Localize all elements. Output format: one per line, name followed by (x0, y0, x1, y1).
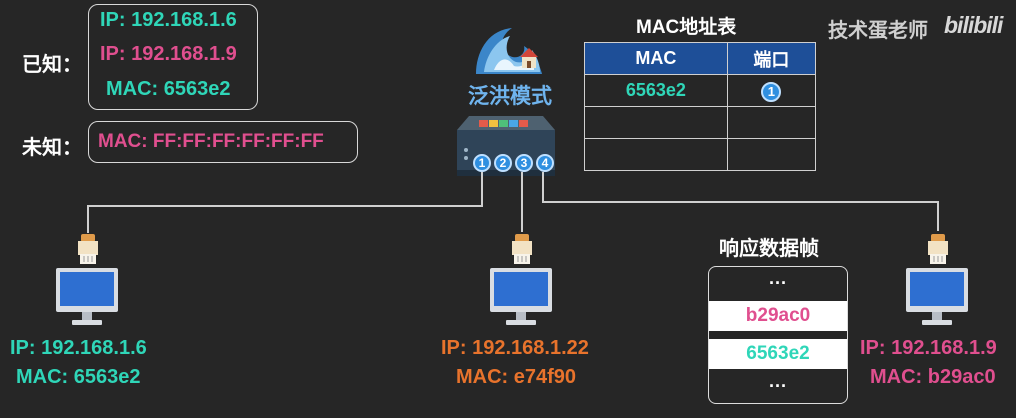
cable-host2 (521, 172, 523, 232)
host3-ip: IP: 192.168.1.9 (860, 337, 997, 359)
cable-port4-vertical (542, 172, 544, 202)
table-row (584, 138, 817, 171)
cable-host3-horizontal (542, 201, 938, 203)
frame-row-dest-mac: b29ac0 (709, 301, 847, 331)
known-ip-1: IP: 192.168.1.6 (100, 9, 237, 31)
table-row (584, 106, 817, 139)
known-mac: MAC: 6563e2 (106, 78, 231, 100)
port-2-label: 2 (499, 156, 507, 170)
port-3-label: 3 (520, 156, 528, 170)
port-4-badge: 4 (536, 154, 554, 172)
frame-row-src-mac: 6563e2 (709, 339, 847, 369)
port-3-badge: 3 (515, 154, 533, 172)
unknown-label: 未知： (22, 137, 82, 159)
table-cell-port (726, 106, 817, 139)
frame-row-ellipsis: ··· (769, 376, 787, 396)
mac-column-header: MAC (584, 42, 728, 75)
cable-host1-horizontal (87, 205, 483, 207)
host1-ip: IP: 192.168.1.6 (10, 337, 147, 359)
host2-mac: MAC: e74f90 (456, 366, 577, 388)
unknown-mac: MAC: FF:FF:FF:FF:FF:FF (98, 131, 324, 152)
unknown-box (88, 121, 358, 163)
port-2-badge: 2 (494, 154, 512, 172)
watermark-text: 技术蛋老师 (828, 20, 928, 42)
table-cell-port (726, 138, 817, 171)
cable-port1-vertical (481, 172, 483, 206)
frame-row-ellipsis: ··· (769, 273, 787, 293)
ethernet-plug-icon (512, 234, 532, 264)
response-frame-title: 响应数据帧 (719, 238, 819, 260)
table-row: 6563e2 1 (584, 74, 817, 107)
host3-mac: MAC: b29ac0 (870, 366, 996, 388)
table-cell-mac (584, 106, 728, 139)
table-cell-port: 1 (726, 74, 817, 107)
host2-ip: IP: 192.168.1.22 (441, 337, 589, 359)
response-frame: ··· b29ac0 6563e2 ··· (708, 266, 848, 404)
port-1-badge: 1 (473, 154, 491, 172)
known-box (88, 4, 258, 110)
switch-ports: 1 2 3 4 (473, 154, 554, 176)
computer-icon (490, 268, 552, 325)
ethernet-plug-icon (928, 234, 948, 264)
port-badge: 1 (761, 81, 782, 102)
bilibili-logo: bilibili (944, 12, 1003, 38)
table-cell-mac (584, 138, 728, 171)
mac-table-title: MAC地址表 (636, 17, 737, 38)
cable-host3-vertical (937, 201, 939, 231)
port-1-label: 1 (478, 156, 486, 170)
table-header-row: MAC 端口 (584, 42, 817, 75)
host1-mac: MAC: 6563e2 (16, 366, 141, 388)
known-label: 已知： (22, 54, 82, 76)
flood-mode-label: 泛洪模式 (468, 85, 552, 108)
port-badge-label: 1 (767, 83, 775, 99)
port-column-header: 端口 (726, 42, 817, 75)
computer-icon (56, 268, 118, 325)
port-4-label: 4 (541, 156, 549, 170)
wave-icon (476, 28, 542, 74)
table-cell-mac: 6563e2 (584, 74, 728, 107)
computer-icon (906, 268, 968, 325)
mac-address-table: MAC 端口 6563e2 1 (584, 42, 817, 171)
cable-host1-vertical (87, 205, 89, 233)
ethernet-plug-icon (78, 234, 98, 264)
known-ip-2: IP: 192.168.1.9 (100, 43, 237, 65)
